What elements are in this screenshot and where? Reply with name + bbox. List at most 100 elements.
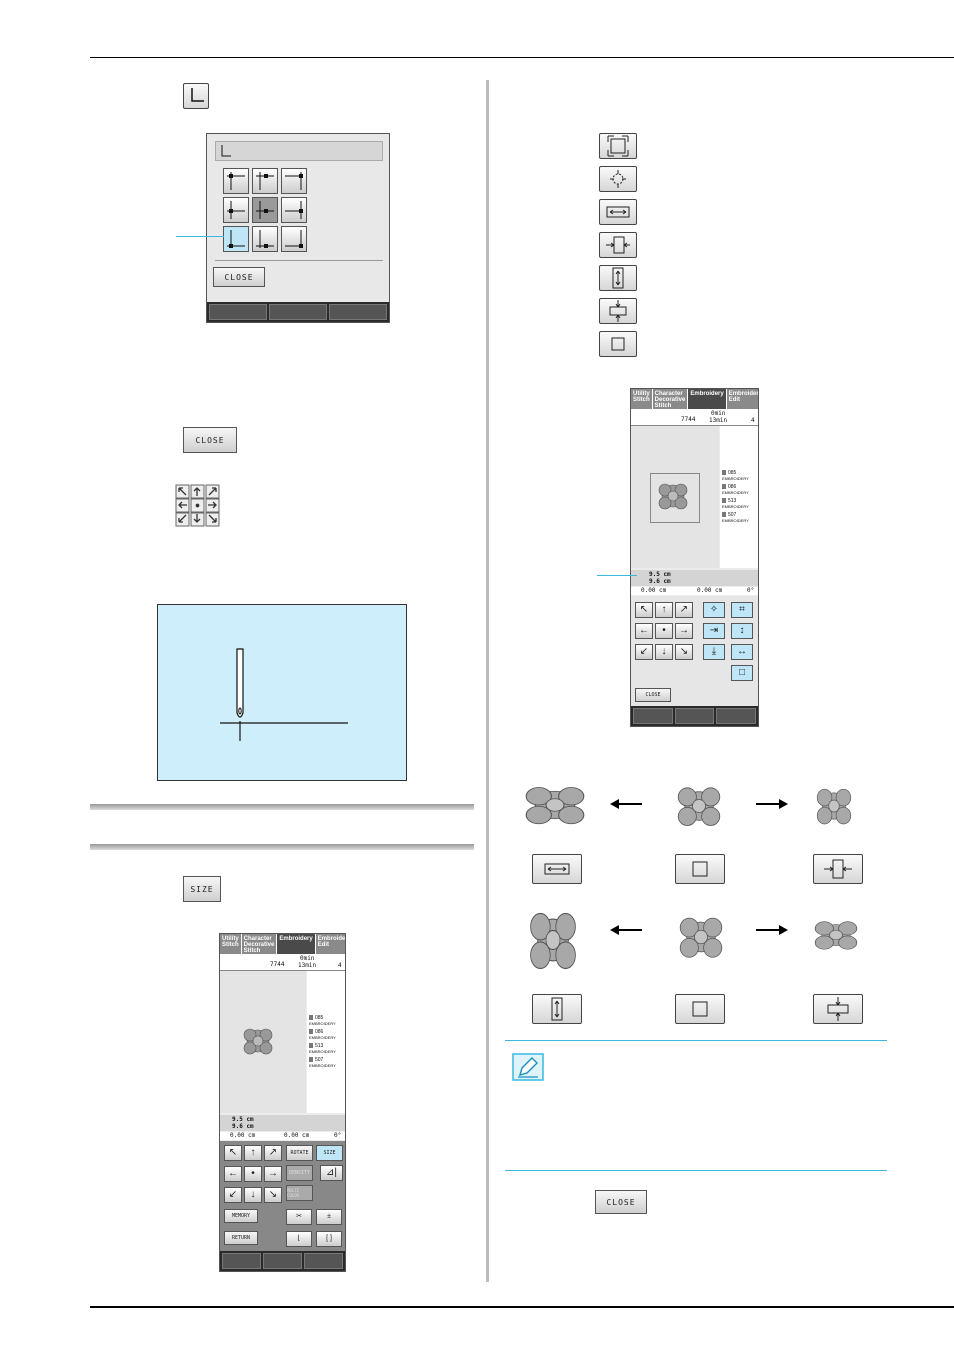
size-readout: 9.5 cm 9.6 cm bbox=[631, 570, 758, 586]
close-button[interactable]: CLOSE bbox=[635, 688, 671, 702]
start-point-tr-button[interactable] bbox=[281, 168, 307, 194]
stretch-horizontal-icon[interactable] bbox=[532, 854, 582, 884]
color-index: 4 bbox=[338, 962, 342, 969]
compress-vertical-button[interactable]: ⤓ bbox=[703, 644, 725, 660]
close-button[interactable]: CLOSE bbox=[213, 267, 265, 287]
tab-embroidery[interactable]: Embroidery bbox=[277, 934, 316, 954]
tab-embroidery-edit[interactable]: Embroidery Edit bbox=[315, 934, 345, 954]
reduce-button[interactable]: ⌗ bbox=[731, 602, 753, 618]
rose-wide bbox=[525, 787, 585, 825]
move-right-button[interactable]: → bbox=[675, 623, 693, 639]
move-center-button[interactable]: • bbox=[655, 623, 673, 639]
reset-size-icon[interactable] bbox=[675, 854, 725, 884]
compress-horizontal-button[interactable]: ⇥ bbox=[703, 623, 725, 639]
rose-normal bbox=[679, 917, 723, 958]
reset-size-icon[interactable] bbox=[675, 994, 725, 1024]
move-up-left-button[interactable]: ↖ bbox=[224, 1145, 242, 1161]
density-button[interactable]: DENSITY bbox=[286, 1165, 313, 1181]
enlarge-proportional-icon[interactable] bbox=[599, 133, 637, 159]
compress-horizontal-icon[interactable] bbox=[599, 232, 637, 258]
compress-vertical-icon[interactable] bbox=[599, 298, 637, 324]
tab-embroidery[interactable]: Embroidery bbox=[688, 389, 727, 409]
corner-bl-icon[interactable] bbox=[183, 83, 209, 109]
stretch-horizontal-icon[interactable] bbox=[599, 199, 637, 225]
move-down-left-button[interactable]: ↙ bbox=[224, 1187, 242, 1203]
screen-bottom-bar bbox=[631, 706, 758, 726]
size-readout: 9.5 cm 9.6 cm bbox=[220, 1115, 345, 1131]
enlarge-button[interactable]: ✧ bbox=[703, 602, 725, 618]
stretch-vertical-button[interactable]: ↕ bbox=[731, 623, 753, 639]
size-inline-button[interactable]: SIZE bbox=[183, 876, 221, 902]
start-point-button[interactable]: ⌊ bbox=[286, 1231, 312, 1247]
stretch-vertical-icon[interactable] bbox=[599, 265, 637, 291]
start-point-header bbox=[215, 141, 383, 161]
tab-embroidery-edit[interactable]: Embroidery Edit bbox=[726, 389, 758, 409]
return-button[interactable]: RETURN bbox=[224, 1231, 258, 1245]
move-down-left-button[interactable]: ↙ bbox=[635, 644, 653, 660]
thread-swatch bbox=[722, 484, 726, 489]
start-point-ml-button[interactable] bbox=[223, 197, 249, 223]
thread-swatch bbox=[722, 498, 726, 503]
time-top: 0min bbox=[300, 955, 315, 962]
embroidery-edit-screen: Utility Stitch Character Decorative Stit… bbox=[219, 933, 346, 1272]
tab-character[interactable]: Character Decorative Stitch bbox=[241, 934, 278, 954]
move-down-right-button[interactable]: ↘ bbox=[675, 644, 693, 660]
tab-utility[interactable]: Utility Stitch bbox=[220, 934, 242, 954]
move-up-button[interactable]: ↑ bbox=[655, 602, 673, 618]
cut-button[interactable]: ✂ bbox=[286, 1209, 312, 1225]
start-point-mc-button[interactable] bbox=[252, 197, 278, 223]
reset-size-icon[interactable] bbox=[599, 331, 637, 357]
time-bottom: 13min bbox=[709, 417, 728, 424]
thread-name: EMBROIDERY bbox=[722, 476, 749, 481]
move-down-button[interactable]: ↓ bbox=[244, 1187, 262, 1203]
compress-horizontal-icon[interactable] bbox=[813, 854, 863, 884]
memo-bottom-rule bbox=[505, 1170, 887, 1171]
reset-size-button[interactable]: □ bbox=[731, 665, 753, 681]
tab-utility[interactable]: Utility Stitch bbox=[631, 389, 653, 409]
move-down-right-button[interactable]: ↘ bbox=[264, 1187, 282, 1203]
stretch-horizontal-button[interactable]: ↔ bbox=[731, 644, 753, 660]
size-h: 9.5 cm bbox=[649, 571, 671, 578]
close-final-button[interactable]: CLOSE bbox=[595, 1190, 647, 1214]
move-left-button[interactable]: ← bbox=[635, 623, 653, 639]
size-button[interactable]: SIZE bbox=[316, 1145, 343, 1161]
angle: 0° bbox=[334, 1132, 342, 1139]
arrow-keypad-icon bbox=[175, 484, 221, 528]
move-up-left-button[interactable]: ↖ bbox=[635, 602, 653, 618]
offset-x: 0.00 cm bbox=[284, 1132, 310, 1139]
thread-code: 507 bbox=[315, 1057, 324, 1063]
stretch-vertical-icon[interactable] bbox=[532, 994, 582, 1024]
move-up-button[interactable]: ↑ bbox=[244, 1145, 262, 1161]
move-up-right-button[interactable]: ↗ bbox=[264, 1145, 282, 1161]
thread-button[interactable]: ± bbox=[316, 1209, 342, 1225]
rose-normal bbox=[677, 787, 721, 826]
reduce-proportional-icon[interactable] bbox=[599, 166, 637, 192]
start-point-tl-button[interactable] bbox=[223, 168, 249, 194]
move-right-button[interactable]: → bbox=[264, 1166, 282, 1182]
move-center-button[interactable]: • bbox=[244, 1166, 262, 1182]
multi-color-button[interactable]: MULTI COLOR bbox=[286, 1185, 313, 1201]
close-inline-button[interactable]: CLOSE bbox=[183, 427, 237, 453]
trial-button[interactable]: [ ] bbox=[316, 1231, 342, 1247]
time-bottom: 13min bbox=[298, 962, 317, 969]
start-point-mr-button[interactable] bbox=[281, 197, 307, 223]
rotate-button[interactable]: ROTATE bbox=[286, 1145, 313, 1161]
start-point-bc-button[interactable] bbox=[252, 226, 278, 252]
move-up-right-button[interactable]: ↗ bbox=[675, 602, 693, 618]
memory-button[interactable]: MEMORY bbox=[224, 1209, 258, 1223]
screen-bottom-bar bbox=[207, 302, 389, 322]
start-point-bl-button[interactable] bbox=[223, 226, 249, 252]
move-left-button[interactable]: ← bbox=[224, 1166, 242, 1182]
tab-character[interactable]: Character Decorative Stitch bbox=[652, 389, 689, 409]
pattern-frame bbox=[650, 473, 700, 523]
start-point-tc-button[interactable] bbox=[252, 168, 278, 194]
arrow-left bbox=[610, 799, 642, 809]
compress-vertical-icon[interactable] bbox=[813, 994, 863, 1024]
thread-code: 513 bbox=[728, 498, 737, 504]
mirror-button[interactable]: ⊿| bbox=[320, 1165, 343, 1181]
move-down-button[interactable]: ↓ bbox=[655, 644, 673, 660]
start-point-br-button[interactable] bbox=[281, 226, 307, 252]
header-rule bbox=[90, 57, 954, 58]
